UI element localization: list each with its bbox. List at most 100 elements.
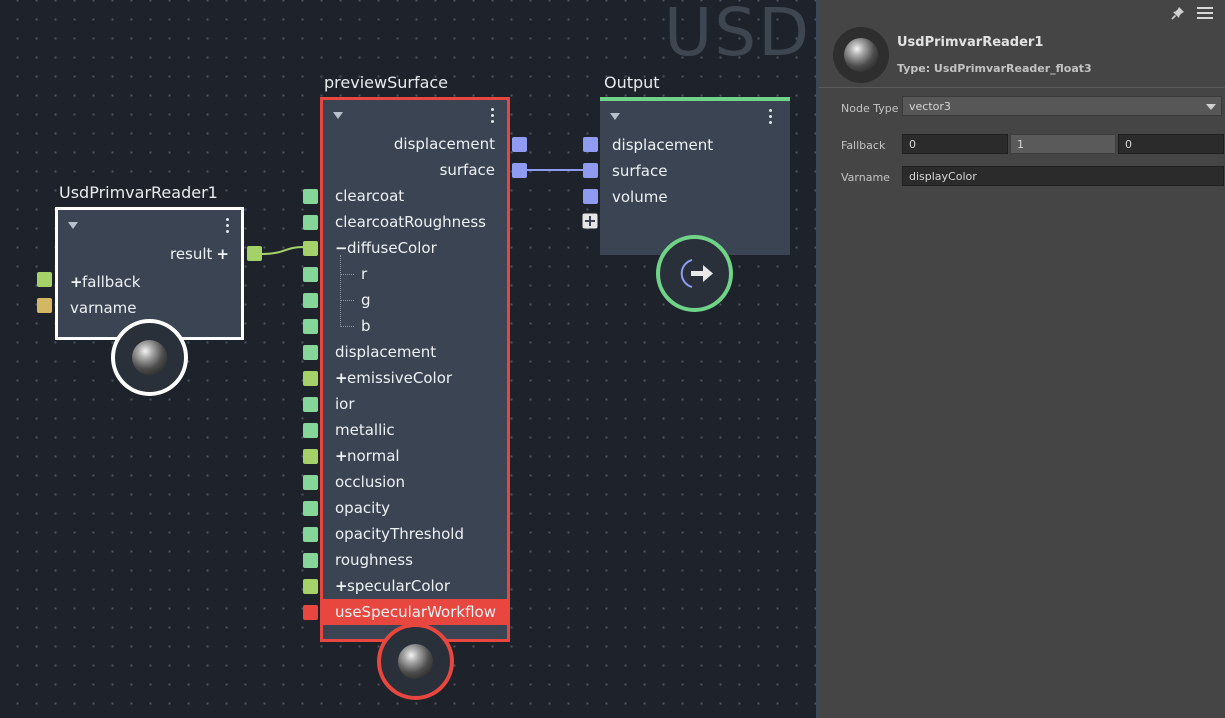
panel-header: UsdPrimvarReader1 Type: UsdPrimvarReader…: [819, 0, 1225, 88]
fallback-x-field[interactable]: 0: [902, 134, 1008, 154]
surface-input-normal[interactable]: +normal: [323, 443, 507, 469]
surface-input-g[interactable]: g: [323, 287, 507, 313]
surface-diffusecolor-input-port[interactable]: [303, 241, 318, 256]
output-input-volume[interactable]: volume: [600, 184, 790, 210]
surface-metallic-input-port[interactable]: [303, 423, 318, 438]
surface-surface-output-port[interactable]: [512, 163, 527, 178]
expand-plus-icon[interactable]: +: [335, 447, 348, 465]
usd-watermark: USD: [664, 0, 812, 71]
reader-output-result[interactable]: result+: [58, 240, 241, 269]
surface-input-occlusion[interactable]: occlusion: [323, 469, 507, 495]
surface-input-diffusecolor[interactable]: −diffuseColor: [323, 235, 507, 261]
output-volume-port[interactable]: [583, 189, 598, 204]
surface-label: surface: [439, 161, 495, 179]
surface-roughness-input-port[interactable]: [303, 553, 318, 568]
kebab-menu-icon[interactable]: [491, 108, 495, 124]
surface-input-ior[interactable]: ior: [323, 391, 507, 417]
surface-input-roughness[interactable]: roughness: [323, 547, 507, 573]
expand-plus-icon[interactable]: +: [335, 577, 348, 595]
panel-node-name: UsdPrimvarReader1: [897, 35, 1044, 50]
surface-swatch-button[interactable]: [377, 623, 454, 700]
volume-label: volume: [612, 188, 668, 206]
pin-icon[interactable]: [1171, 6, 1185, 20]
surface-input-metallic[interactable]: metallic: [323, 417, 507, 443]
surface-input-clearcoatroughness[interactable]: clearcoatRoughness: [323, 209, 507, 235]
surface-clearcoatroughness-input-port[interactable]: [303, 215, 318, 230]
expand-plus-icon[interactable]: +: [70, 273, 83, 291]
result-label: result: [169, 245, 213, 263]
surface-emissivecolor-input-port[interactable]: [303, 371, 318, 386]
node-type-dropdown[interactable]: vector3: [902, 96, 1222, 116]
diffusecolor-label: diffuseColor: [347, 239, 437, 257]
surface-input-r[interactable]: r: [323, 261, 507, 287]
tree-guide-branch: [340, 274, 354, 275]
reader-varname-input-port[interactable]: [37, 298, 52, 313]
surface-displacement-output-port[interactable]: [512, 137, 527, 152]
surface-input-specularcolor[interactable]: +specularColor: [323, 573, 507, 599]
expand-plus-icon[interactable]: +: [216, 245, 229, 263]
surface-g-input-port[interactable]: [303, 293, 318, 308]
surface-input-emissivecolor[interactable]: +emissiveColor: [323, 365, 507, 391]
surface-output-surface[interactable]: surface: [323, 157, 507, 183]
output-displacement-port[interactable]: [583, 137, 598, 152]
surface-output-displacement[interactable]: displacement: [323, 131, 507, 157]
surface-input-displacement[interactable]: displacement: [323, 339, 507, 365]
output-node[interactable]: displacement surface volume: [600, 97, 790, 255]
node-avatar: [833, 27, 889, 83]
output-surface-port[interactable]: [583, 163, 598, 178]
output-input-displacement[interactable]: displacement: [600, 132, 790, 158]
node-graph-canvas[interactable]: USD UsdPrimvarReader1 result+ +fallback …: [0, 0, 816, 718]
r-label: r: [361, 265, 368, 283]
kebab-menu-icon[interactable]: [226, 218, 230, 234]
collapse-arrow-icon[interactable]: [68, 222, 78, 229]
kebab-menu-icon[interactable]: [769, 109, 773, 125]
surface-normal-input-port[interactable]: [303, 449, 318, 464]
reader-result-output-port[interactable]: [247, 246, 262, 261]
fallback-y-field[interactable]: 1: [1010, 134, 1116, 154]
surface-displacement-input-port[interactable]: [303, 345, 318, 360]
surface-occlusion-input-port[interactable]: [303, 475, 318, 490]
specularcolor-label: specularColor: [347, 577, 451, 595]
collapse-arrow-icon[interactable]: [333, 112, 343, 119]
surface-input-usespecularworkflow[interactable]: useSpecularWorkflow: [323, 599, 507, 625]
reader-swatch-button[interactable]: [111, 319, 188, 396]
fallback-z-value: 0: [1125, 138, 1132, 151]
output-input-surface[interactable]: surface: [600, 158, 790, 184]
fallback-z-field[interactable]: 0: [1118, 134, 1224, 154]
reader-input-fallback[interactable]: +fallback: [58, 269, 241, 295]
fallback-label: fallback: [82, 273, 141, 291]
material-sphere-icon: [398, 644, 433, 679]
arrow-right-icon: [680, 259, 713, 288]
reader-input-varname[interactable]: varname: [58, 295, 241, 321]
varname-label: varname: [70, 299, 137, 317]
connection-wires: [261, 169, 583, 255]
surface-input-opacitythreshold[interactable]: opacityThreshold: [323, 521, 507, 547]
surface-input-b[interactable]: b: [323, 313, 507, 339]
emissivecolor-label: emissiveColor: [347, 369, 453, 387]
surface-clearcoat-input-port[interactable]: [303, 189, 318, 204]
reader-node[interactable]: result+ +fallback varname: [55, 207, 244, 340]
add-port-icon[interactable]: [582, 213, 598, 229]
reader-fallback-input-port[interactable]: [37, 272, 52, 287]
surface-usespecularworkflow-input-port[interactable]: [303, 605, 318, 620]
surface-b-input-port[interactable]: [303, 319, 318, 334]
attribute-editor-panel: UsdPrimvarReader1 Type: UsdPrimvarReader…: [819, 0, 1225, 718]
surface-ior-input-port[interactable]: [303, 397, 318, 412]
varname-field[interactable]: displayColor: [902, 166, 1224, 186]
collapse-arrow-icon[interactable]: [610, 113, 620, 120]
surface-r-input-port[interactable]: [303, 267, 318, 282]
occlusion-label: occlusion: [335, 473, 406, 491]
surface-input-opacity[interactable]: opacity: [323, 495, 507, 521]
roughness-label: roughness: [335, 551, 413, 569]
surface-opacitythreshold-input-port[interactable]: [303, 527, 318, 542]
hamburger-menu-icon[interactable]: [1197, 7, 1213, 19]
collapse-minus-icon[interactable]: −: [335, 239, 348, 257]
output-render-button[interactable]: [656, 235, 733, 312]
surface-specularcolor-input-port[interactable]: [303, 579, 318, 594]
surface-opacity-input-port[interactable]: [303, 501, 318, 516]
surface-input-clearcoat[interactable]: clearcoat: [323, 183, 507, 209]
panel-node-type: Type: UsdPrimvarReader_float3: [897, 62, 1092, 75]
panel-splitter[interactable]: [816, 0, 819, 718]
expand-plus-icon[interactable]: +: [335, 369, 348, 387]
